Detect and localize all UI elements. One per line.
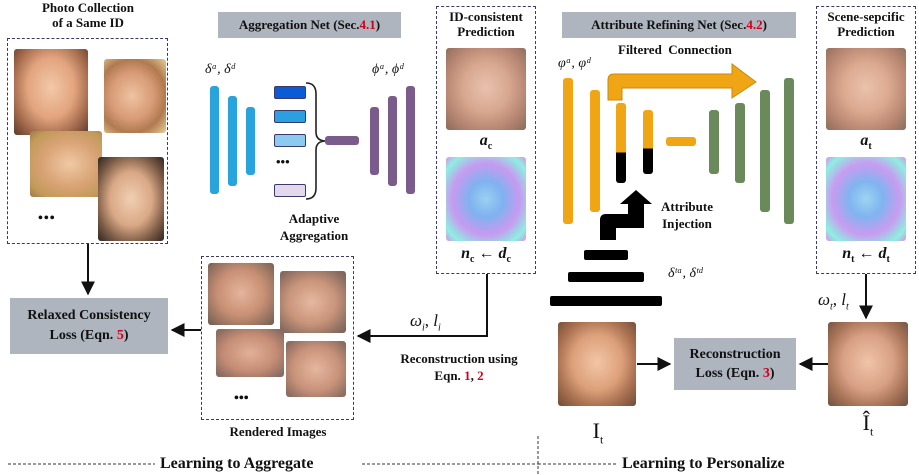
output-face-it-hat (828, 322, 908, 406)
refining-net-title: Attribute Refining Net (Sec. 4.2) (562, 12, 796, 38)
rendered-images-caption: Rendered Images (229, 424, 327, 439)
attribute-injection-label: Attribute Injection (661, 199, 713, 231)
agg-encoder-bar-2 (228, 96, 237, 186)
learning-to-personalize-label: Learning to Personalize (622, 455, 785, 472)
nt-dt-label: nt ← dt (842, 245, 890, 266)
aggregation-net-title: Aggregation Net (Sec. 4.1) (218, 12, 401, 38)
photo-collection-box: ••• (7, 38, 168, 244)
feature-cell-4 (274, 184, 306, 197)
it-hat-label: Ît (862, 410, 874, 439)
rendered-face-3 (216, 329, 284, 377)
adaptive-aggregation-label: Adaptive Aggregation (279, 211, 349, 243)
attribute-injection-arrow (600, 190, 652, 240)
face-photo-1 (14, 49, 88, 135)
rendered-face-4 (286, 341, 346, 397)
attr-encoder-bar-3 (550, 296, 662, 306)
rendered-dots: ••• (234, 391, 249, 406)
learning-to-aggregate-label: Learning to Aggregate (160, 455, 314, 472)
nc-dc-label: nc ← dc (461, 245, 511, 266)
albedo-face-ac (446, 48, 526, 130)
ref-encoder-bar-3 (616, 103, 626, 183)
ref-decoder-bar-2 (735, 103, 745, 183)
rendered-face-2 (280, 271, 346, 333)
it-label: It (592, 418, 604, 447)
agg-bottleneck (325, 136, 359, 145)
filtered-connection-label: Filtered Connection (618, 42, 732, 57)
face-photo-3 (30, 131, 102, 197)
feature-cell-3 (274, 134, 306, 147)
ref-decoder-bar-3 (760, 90, 770, 212)
photo-collection-title: Photo Collection of a Same ID (41, 0, 135, 30)
arrow-id-to-rendered (356, 274, 488, 343)
attr-encoder-bar-1 (584, 250, 628, 260)
ref-decoder-bar-4 (784, 78, 794, 224)
relaxed-consistency-loss: Relaxed Consistency Loss (Eqn. 5) (10, 298, 168, 354)
ref-encoder-bar-2 (590, 90, 600, 212)
ref-encoder-bar-1 (563, 78, 573, 224)
delta-t-label: δᵗᵃ, δᵗᵈ (668, 266, 703, 281)
attr-encoder-bar-2 (568, 272, 644, 282)
agg-encoder-bar-3 (246, 107, 255, 175)
ref-encoder-bar-4 (643, 110, 653, 174)
agg-decoder-bar-1 (370, 107, 379, 175)
feature-cell-dots: ••• (276, 154, 290, 169)
scene-specific-title: Scene-sepcific Prediction (827, 9, 905, 39)
id-consistent-box: ID-consistent Prediction ac nc ← dc (436, 6, 536, 274)
delta-a-d-label: δᵃ, δᵈ (205, 62, 235, 77)
face-photo-2 (104, 59, 166, 133)
ref-decoder-bar-1 (709, 110, 719, 174)
reconstruction-loss: Reconstruction Loss (Eqn. 3) (674, 338, 796, 390)
feature-cell-2 (274, 110, 306, 123)
feature-cell-1 (274, 86, 306, 99)
omega-t-l-t-label: ωt, lt (818, 290, 849, 313)
agg-encoder-bar-1 (210, 86, 219, 194)
omega-i-l-i-label: ωi, li (410, 311, 441, 334)
phi-a-d-label: ϕᵃ, ϕᵈ (372, 62, 404, 77)
normal-map-nc (446, 157, 526, 241)
input-face-it (558, 322, 636, 406)
face-photo-4 (98, 157, 164, 241)
reconstruction-using-label: Reconstruction using Eqn. 1, 2 (400, 351, 518, 383)
normal-map-nt (826, 157, 906, 241)
ac-label: ac (479, 132, 493, 153)
phi-a-d-right-label: φᵃ, φᵈ (558, 56, 591, 71)
albedo-face-at (826, 48, 906, 130)
agg-decoder-bar-2 (388, 96, 397, 186)
photo-collection-dots: ••• (38, 211, 56, 226)
filtered-connection-arrow (607, 63, 757, 101)
ref-bottleneck (666, 137, 696, 146)
id-consistent-title: ID-consistent Prediction (449, 9, 523, 39)
scene-specific-box: Scene-sepcific Prediction at nt ← dt (816, 6, 916, 274)
rendered-face-1 (208, 263, 274, 325)
at-label: at (860, 132, 872, 153)
agg-decoder-bar-3 (406, 86, 415, 194)
rendered-images-box: ••• (201, 256, 354, 420)
